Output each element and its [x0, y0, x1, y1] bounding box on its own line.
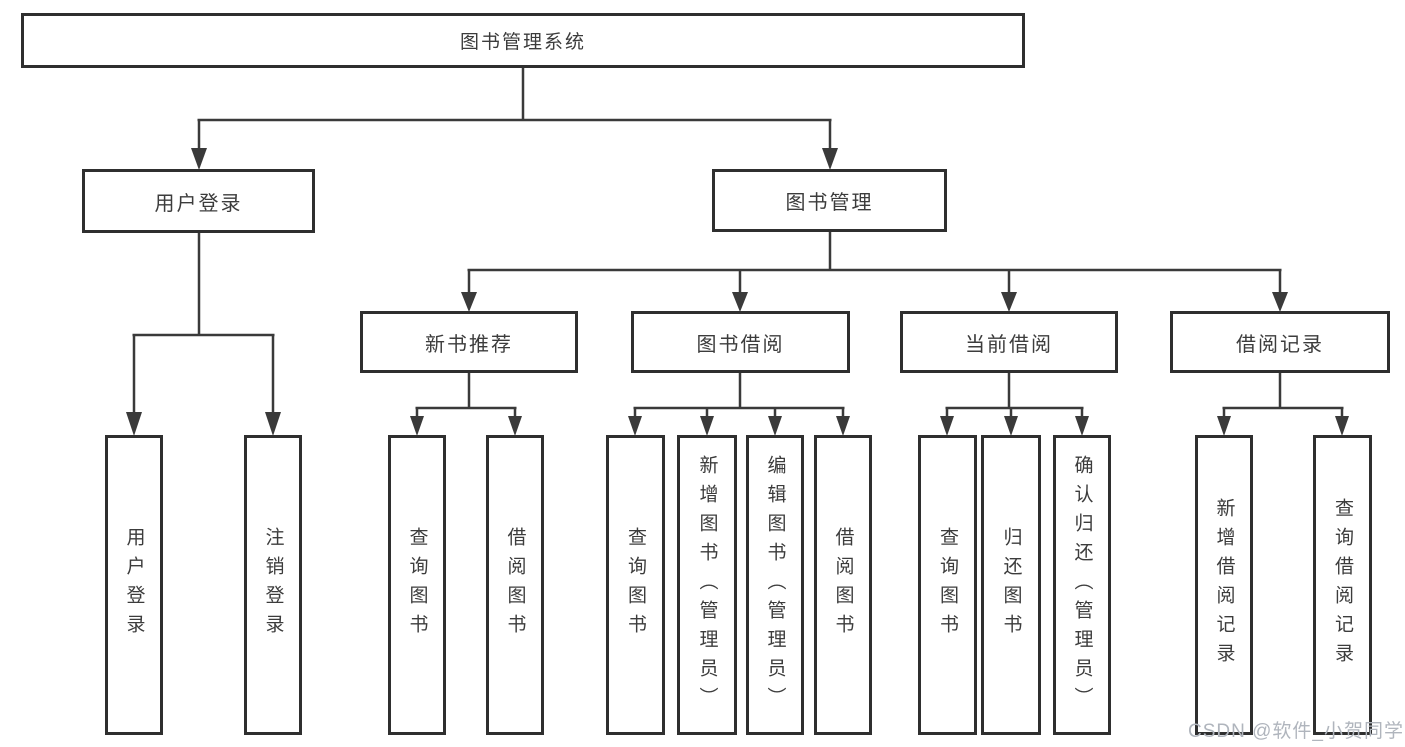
node-library-management-system: 图书管理系统	[21, 13, 1025, 68]
node-book-borrowing: 图书借阅	[631, 311, 850, 373]
node-confirm-return-admin: 确认归还（管理员）	[1053, 435, 1111, 735]
node-add-borrow-record: 新增借阅记录	[1195, 435, 1253, 735]
node-current-borrowing: 当前借阅	[900, 311, 1118, 373]
node-add-book-admin: 新增图书（管理员）	[677, 435, 737, 735]
node-query-books-borrowing: 查询图书	[606, 435, 665, 735]
node-user-login-leaf: 用户登录	[105, 435, 163, 735]
node-return-book: 归还图书	[981, 435, 1041, 735]
node-borrow-books-recommend: 借阅图书	[486, 435, 544, 735]
node-borrow-books-leaf: 借阅图书	[814, 435, 872, 735]
node-new-book-recommendation: 新书推荐	[360, 311, 578, 373]
node-borrowing-records: 借阅记录	[1170, 311, 1390, 373]
csdn-watermark: CSDN @软件_小贺同学	[1188, 721, 1404, 742]
node-query-books-recommend: 查询图书	[388, 435, 446, 735]
node-query-borrow-record: 查询借阅记录	[1313, 435, 1372, 735]
node-edit-book-admin: 编辑图书（管理员）	[746, 435, 804, 735]
node-logout: 注销登录	[244, 435, 302, 735]
node-user-login: 用户登录	[82, 169, 315, 233]
node-book-management: 图书管理	[712, 169, 947, 232]
node-query-books-current: 查询图书	[918, 435, 977, 735]
